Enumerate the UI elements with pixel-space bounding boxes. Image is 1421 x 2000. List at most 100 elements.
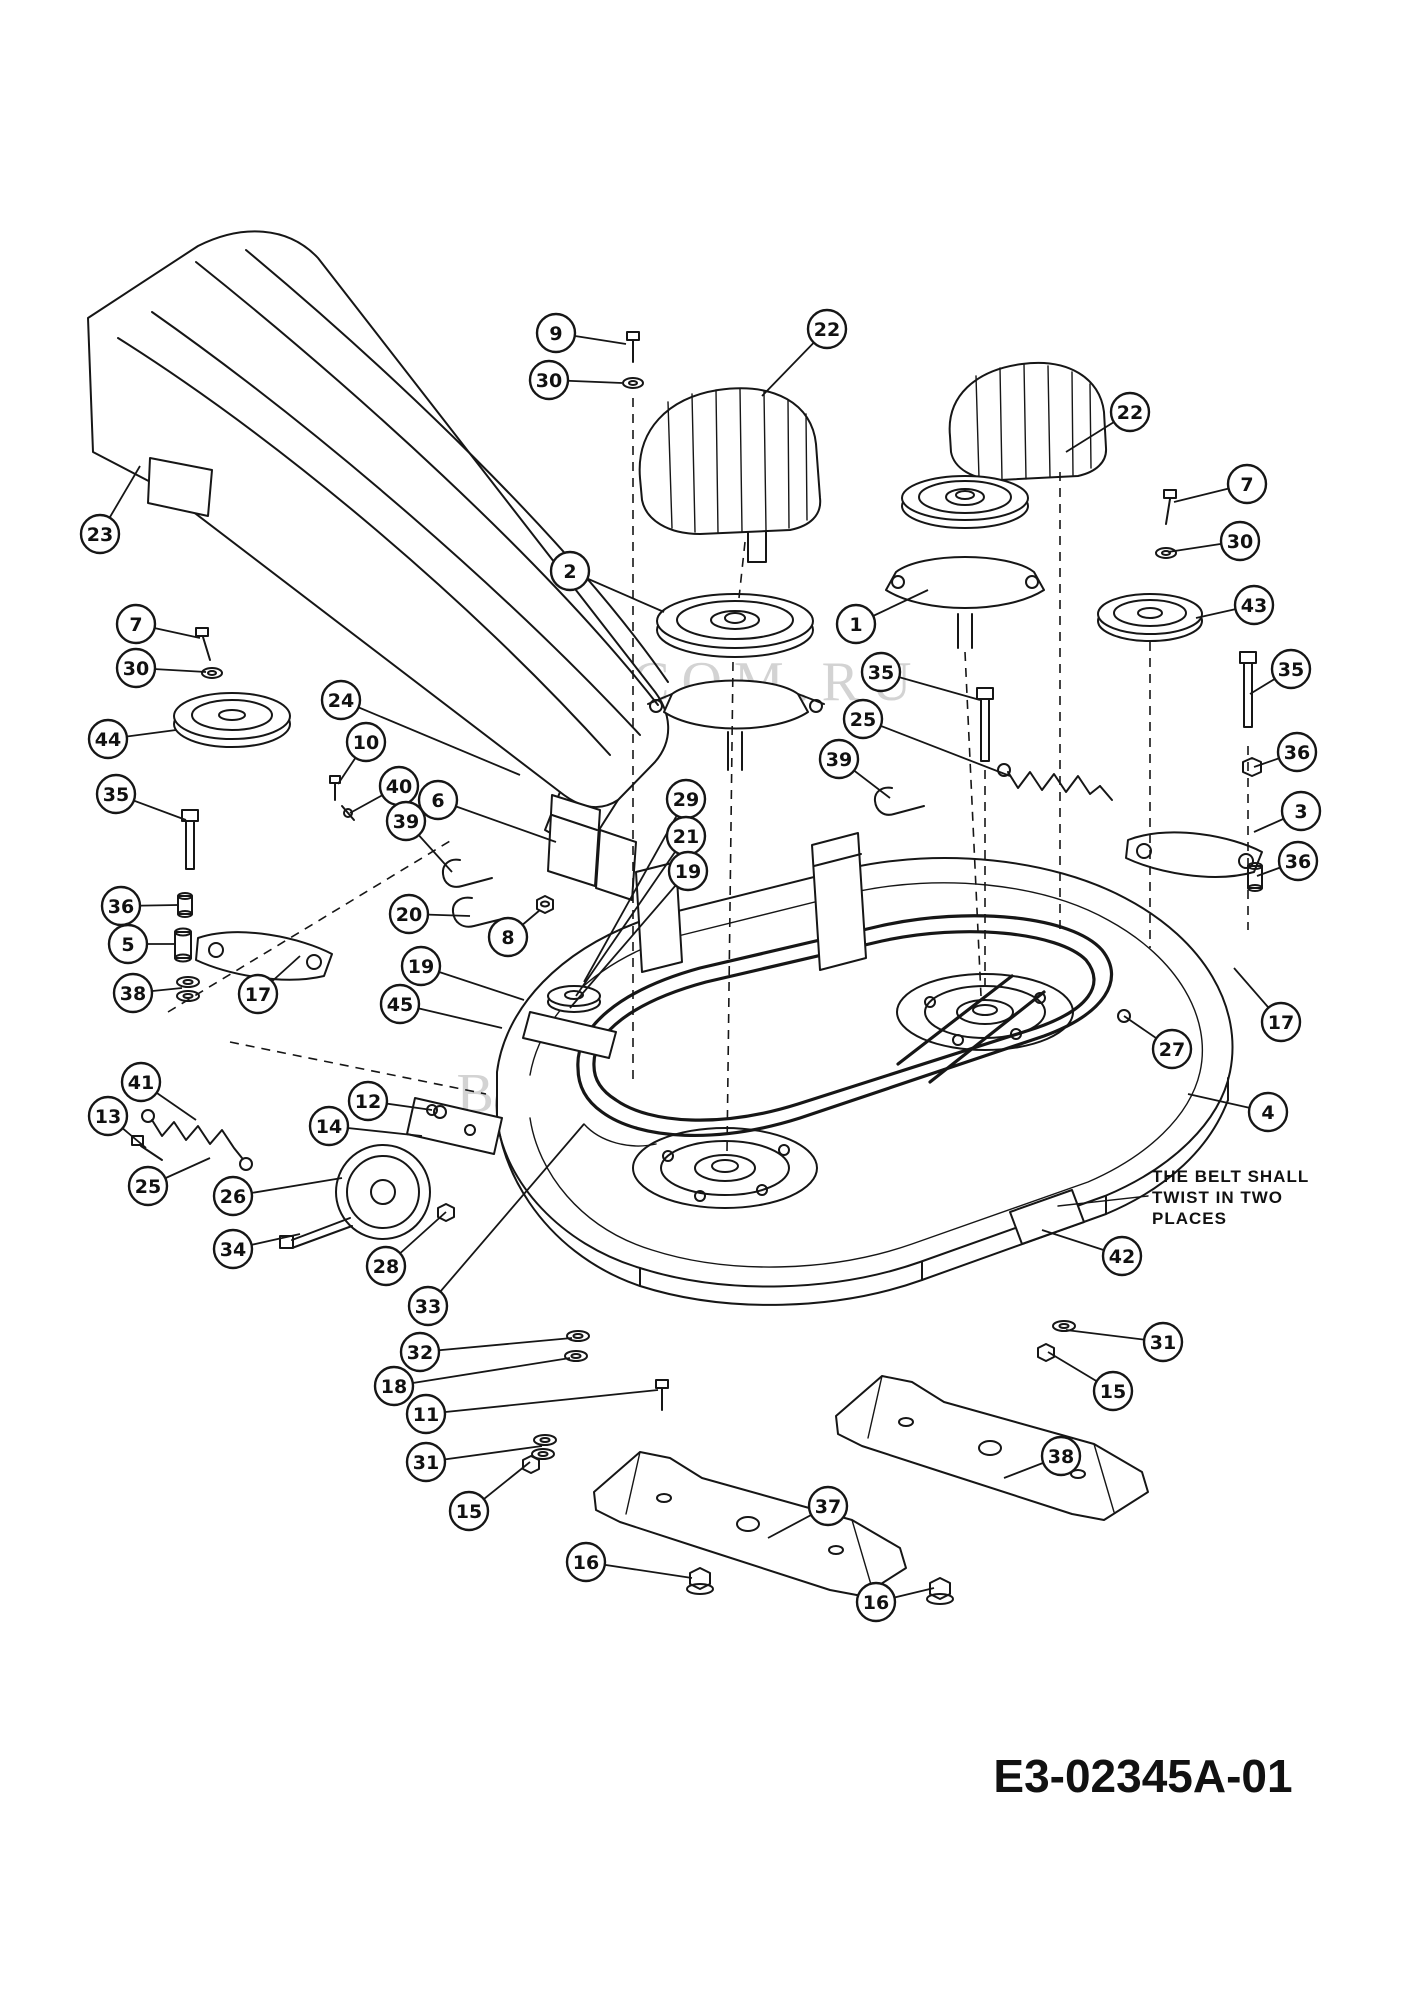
callout-number: 30	[123, 658, 149, 680]
washer-18	[564, 1350, 588, 1362]
callout-balloon	[1092, 1370, 1134, 1412]
callout-17: 17	[237, 955, 301, 1015]
idler-arm-right	[1125, 831, 1263, 878]
callout-balloon	[1151, 1028, 1193, 1070]
callout-balloon	[399, 1331, 441, 1373]
callout-number: 36	[1285, 851, 1311, 873]
callout-balloon	[405, 1441, 447, 1483]
callout-12: 12	[347, 1080, 433, 1122]
callout-15: 15	[448, 1461, 531, 1532]
callout-balloon	[1219, 520, 1261, 562]
callout-balloon	[549, 550, 591, 592]
callout-number: 38	[120, 983, 146, 1005]
j-pin-lower	[451, 896, 507, 928]
callout-number: 7	[1240, 474, 1253, 496]
callout-balloon	[87, 1095, 129, 1137]
callout-balloon	[379, 983, 421, 1025]
callout-number: 31	[413, 1452, 439, 1474]
callout-number: 29	[673, 789, 699, 811]
tension-spring-left	[141, 1109, 253, 1171]
callout-balloon	[388, 893, 430, 935]
callout-balloon	[87, 718, 129, 760]
callout-35: 35	[860, 651, 981, 701]
callout-number: 27	[1159, 1039, 1185, 1061]
callout-10: 10	[337, 721, 387, 785]
callout-balloon	[535, 312, 577, 354]
callout-36: 36	[1253, 731, 1318, 773]
callout-number: 7	[129, 614, 142, 636]
mower-deck-shell	[495, 857, 1234, 1306]
callout-1: 1	[835, 589, 929, 645]
callout-balloon	[860, 651, 902, 693]
callout-30: 30	[115, 647, 207, 689]
callout-leader-line	[393, 1357, 571, 1387]
callout-balloon	[405, 1393, 447, 1435]
callout-number: 39	[826, 749, 852, 771]
callout-balloon	[1040, 1435, 1082, 1477]
callout-5: 5	[107, 923, 176, 965]
callout-balloon	[115, 647, 157, 689]
callout-balloon	[835, 603, 877, 645]
callout-36: 36	[100, 885, 179, 927]
callout-number: 41	[128, 1072, 154, 1094]
callout-number: 6	[431, 790, 444, 812]
bolt-35-center	[976, 687, 994, 700]
callout-balloon	[1260, 1001, 1302, 1043]
callout-number: 10	[353, 732, 379, 754]
callout-22: 22	[761, 308, 848, 397]
callout-number: 35	[868, 662, 894, 684]
callout-26: 26	[212, 1175, 343, 1217]
callout-number: 21	[673, 826, 699, 848]
idler-arm-left	[195, 931, 333, 981]
bolt-7-left	[195, 627, 209, 637]
callout-38: 38	[1003, 1435, 1082, 1479]
callout-25: 25	[127, 1157, 211, 1207]
callout-number: 1	[849, 614, 862, 636]
callout-balloon	[345, 721, 387, 763]
callout-balloon	[79, 513, 121, 555]
belt-note: THE BELT SHALL TWIST IN TWO PLACES	[1057, 1167, 1309, 1228]
drive-belt	[576, 914, 1114, 1138]
callout-balloon	[1277, 840, 1319, 882]
callout-number: 19	[408, 956, 434, 978]
callout-37: 37	[767, 1485, 849, 1539]
callout-8: 8	[487, 909, 541, 958]
callout-23: 23	[79, 465, 141, 555]
callout-28: 28	[365, 1211, 447, 1287]
callout-balloon	[400, 945, 442, 987]
callout-balloon	[667, 850, 709, 892]
callout-45: 45	[379, 983, 503, 1029]
callout-number: 39	[393, 811, 419, 833]
callout-3: 3	[1253, 790, 1322, 833]
callout-balloon	[565, 1541, 607, 1583]
callout-19: 19	[400, 945, 525, 1001]
j-pin-center	[873, 786, 925, 816]
callout-14: 14	[308, 1105, 423, 1147]
callout-number: 45	[387, 994, 413, 1016]
callout-number: 22	[1117, 402, 1143, 424]
nut-8	[536, 895, 554, 914]
callout-19: 19	[569, 850, 709, 1009]
belt-note-line1: THE BELT SHALL	[1152, 1167, 1309, 1186]
nut-15-right	[1037, 1343, 1055, 1362]
nut-16-left	[689, 1567, 711, 1590]
callout-number: 24	[328, 690, 354, 712]
callout-24: 24	[320, 679, 521, 776]
tension-spring-right	[997, 763, 1113, 801]
belt-note-line2: TWIST IN TWO	[1152, 1188, 1283, 1207]
callout-balloon	[347, 1080, 389, 1122]
callout-number: 15	[456, 1501, 482, 1523]
assembly-alignment-lines	[167, 398, 1249, 1153]
callout-number: 18	[381, 1376, 407, 1398]
callout-balloon	[818, 738, 860, 780]
chute-mount-bracket	[547, 794, 637, 901]
nut-15-left	[522, 1455, 540, 1474]
callout-number: 26	[220, 1186, 246, 1208]
callout-39: 39	[385, 800, 453, 873]
callout-leader-line	[427, 1123, 585, 1307]
callout-balloon	[237, 973, 279, 1015]
callout-20: 20	[388, 893, 471, 935]
callout-number: 5	[121, 934, 134, 956]
callout-balloon	[120, 1061, 162, 1103]
callout-number: 31	[1150, 1332, 1176, 1354]
